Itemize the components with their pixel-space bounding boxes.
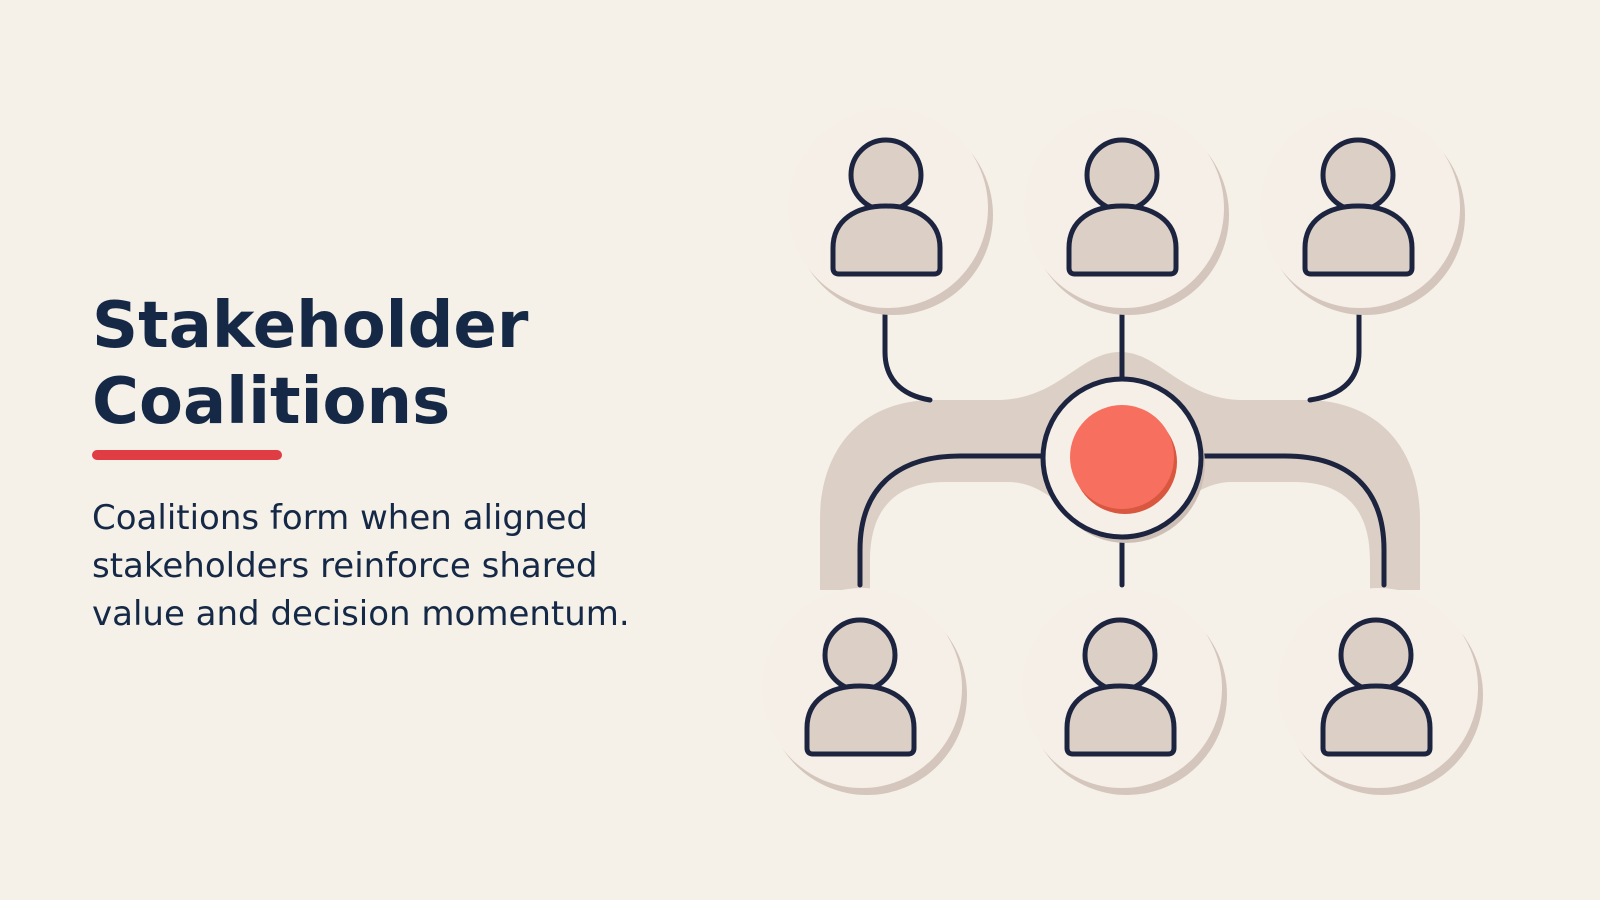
- body-line: stakeholders reinforce shared: [92, 546, 598, 586]
- title-underline-accent: [92, 450, 282, 460]
- body-line: value and decision momentum.: [92, 594, 630, 634]
- connector-line: [857, 453, 1048, 588]
- person-icon: [1066, 137, 1179, 277]
- person-icon: [1302, 137, 1415, 277]
- stakeholder-node: [1022, 588, 1227, 795]
- stakeholder-node: [762, 588, 967, 795]
- person-icon: [804, 617, 917, 757]
- stakeholder-node: [1260, 108, 1465, 315]
- body-text: Coalitions form when aligned stakeholder…: [92, 494, 692, 638]
- stakeholder-node: [1278, 588, 1483, 795]
- connector-line: [1307, 309, 1362, 403]
- person-icon: [830, 137, 943, 277]
- slide-title: Stakeholder Coalitions: [92, 288, 692, 440]
- text-block: Stakeholder Coalitions Coalitions form w…: [92, 288, 692, 638]
- person-icon: [1064, 617, 1177, 757]
- hub-node: [1040, 376, 1205, 543]
- person-icon: [1320, 617, 1433, 757]
- title-line: Coalitions: [92, 365, 451, 439]
- stakeholder-node: [788, 108, 993, 315]
- connector-line: [1197, 453, 1387, 588]
- connector-line: [882, 309, 933, 403]
- hub-core: [1070, 405, 1174, 509]
- title-line: Stakeholder: [92, 289, 529, 363]
- stakeholder-node: [1024, 108, 1229, 315]
- body-line: Coalitions form when aligned: [92, 498, 588, 538]
